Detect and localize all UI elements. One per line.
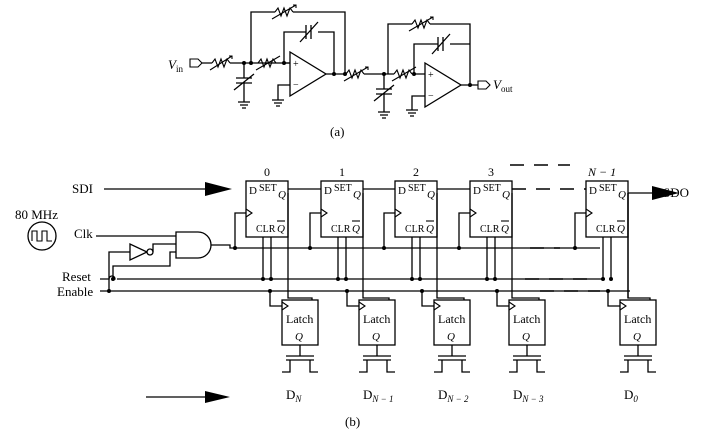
svg-text:CLR: CLR — [331, 224, 351, 235]
caption-b: (b) — [345, 414, 360, 429]
svg-text:SET: SET — [259, 183, 277, 194]
svg-text:Q: Q — [633, 331, 641, 343]
panel-a-circuit: Vin + − — [168, 4, 513, 139]
svg-text:Latch: Latch — [624, 312, 651, 326]
and-gate — [175, 231, 212, 259]
feedback-resistor-1 — [271, 4, 297, 20]
inverter-gate — [129, 242, 149, 262]
svg-text:Q: Q — [447, 331, 455, 343]
feedback-resistor-2 — [408, 16, 434, 32]
output-label-1: DN − 1 — [363, 387, 393, 404]
svg-text:Q: Q — [522, 331, 530, 343]
opamp-2 — [424, 61, 463, 109]
stage-index: 1 — [339, 165, 345, 179]
svg-text:Q: Q — [618, 189, 626, 201]
svg-text:Latch: Latch — [286, 312, 313, 326]
svg-text:Latch: Latch — [438, 312, 465, 326]
svg-text:D: D — [249, 185, 257, 197]
svg-text:CLR: CLR — [596, 224, 616, 235]
svg-text:Q: Q — [277, 223, 285, 235]
feedback-capacitor-1 — [299, 21, 319, 43]
svg-text:D: D — [473, 185, 481, 197]
opamp-1 — [289, 50, 328, 98]
svg-text:SET: SET — [408, 183, 426, 194]
sdi-label: SDI — [72, 181, 93, 196]
vout-label: Vout — [493, 77, 513, 94]
output-label-3: DN − 3 — [513, 387, 544, 404]
svg-text:D: D — [398, 185, 406, 197]
svg-text:Q: Q — [295, 331, 303, 343]
svg-text:CLR: CLR — [480, 224, 500, 235]
svg-text:−: − — [428, 91, 434, 102]
vout-terminal — [477, 80, 491, 90]
svg-text:CLR: CLR — [405, 224, 425, 235]
svg-text:Q: Q — [502, 189, 510, 201]
output-label-4: D0 — [624, 387, 638, 404]
clock-source-icon — [27, 221, 57, 251]
stage-index: 3 — [488, 165, 494, 179]
svg-text:Q: Q — [501, 223, 509, 235]
clk-label: Clk — [74, 226, 93, 241]
svg-text:Q: Q — [426, 223, 434, 235]
vin-label: Vin — [168, 57, 183, 74]
stage-index: 0 — [264, 165, 270, 179]
feedback-capacitor-2 — [431, 33, 451, 55]
svg-text:Q: Q — [352, 223, 360, 235]
svg-text:−: − — [293, 80, 299, 91]
svg-text:+: + — [293, 59, 299, 70]
svg-text:Q: Q — [278, 189, 286, 201]
svg-text:Q: Q — [372, 331, 380, 343]
svg-text:+: + — [428, 70, 434, 81]
output-label-2: DN − 2 — [438, 387, 469, 404]
svg-text:SET: SET — [483, 183, 501, 194]
svg-text:D: D — [589, 185, 597, 197]
svg-text:Q: Q — [427, 189, 435, 201]
enable-label: Enable — [57, 284, 93, 299]
output-label-0: DN — [286, 387, 302, 404]
stage-index: N − 1 — [587, 165, 616, 179]
svg-text:D: D — [324, 185, 332, 197]
vin-terminal — [189, 58, 203, 68]
stage-index: 2 — [413, 165, 419, 179]
reset-label: Reset — [62, 269, 91, 284]
caption-a: (a) — [330, 124, 344, 139]
svg-text:Q: Q — [353, 189, 361, 201]
svg-text:Q: Q — [617, 223, 625, 235]
clock-frequency-label: 80 MHz — [15, 207, 58, 222]
svg-text:CLR: CLR — [256, 224, 276, 235]
input-resistor — [209, 55, 233, 71]
svg-text:SET: SET — [334, 183, 352, 194]
svg-text:Latch: Latch — [363, 312, 390, 326]
svg-text:Latch: Latch — [513, 312, 540, 326]
svg-text:SET: SET — [599, 183, 617, 194]
